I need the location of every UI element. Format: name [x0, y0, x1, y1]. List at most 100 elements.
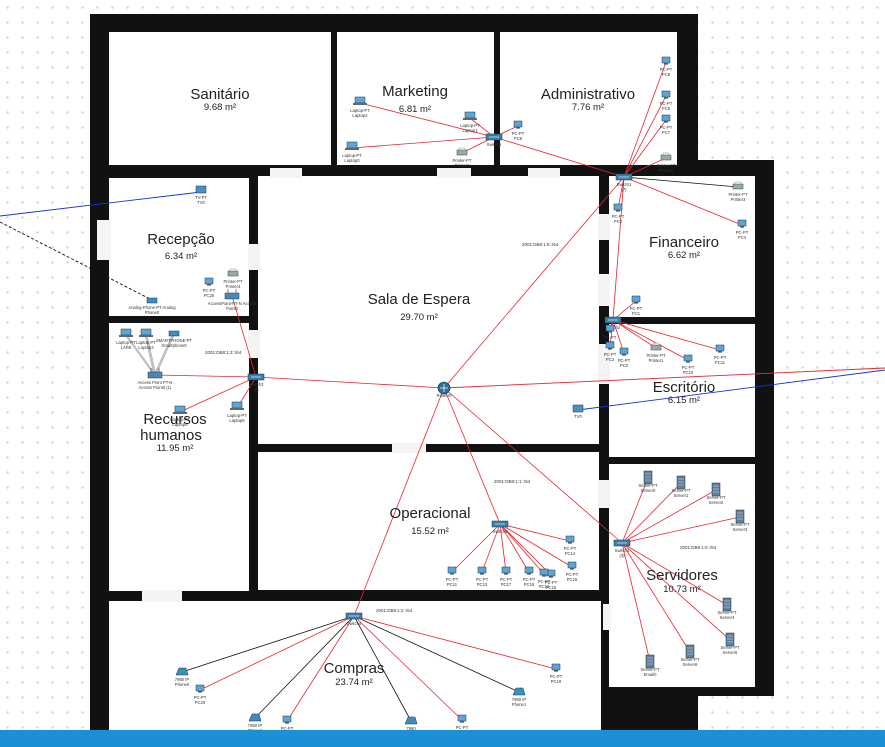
link-sw-adm-fin-pc2	[617, 176, 625, 210]
link-sw-op-op-pc14	[499, 523, 571, 542]
room-area-administrativo: 7.76 m²	[572, 102, 604, 113]
sw-mkt-switch-icon[interactable]: Switch5	[485, 133, 503, 147]
sw-op-label: Switch0	[493, 529, 508, 534]
room-name-marketing: Marketing	[382, 83, 448, 100]
link-sw-serv-srv-server1	[621, 482, 682, 544]
room-name-sanitario: Sanitário	[190, 86, 249, 103]
wireless-link-ap-rh-rh-laptop4	[124, 334, 155, 376]
link-sw-compras-cp-ipphone1	[353, 615, 520, 693]
link-sw-op-op-pc12	[499, 523, 545, 575]
room-area-sala-espera: 29.70 m²	[400, 312, 438, 323]
analog-phone-link	[0, 221, 153, 301]
bottom-bar	[0, 730, 885, 747]
link-router-sw-op	[443, 387, 501, 525]
router-router-icon[interactable]: Router0	[437, 381, 453, 398]
wireless-link-ap-rh-rh-smartphone	[153, 332, 174, 376]
sw-serv-switch-icon[interactable]: Switch1(3)	[613, 539, 631, 558]
sw-serv-label: Switch1(3)	[615, 548, 630, 558]
esc-tv-tv-icon[interactable]: TV0	[572, 404, 584, 419]
link-sw-adm-router	[443, 176, 625, 389]
room-name-recepcao: Recepção	[147, 231, 215, 248]
sw-compras-switch-icon[interactable]: Switch4	[345, 612, 363, 626]
esc-tv-label: TV0	[574, 414, 582, 419]
sw-op-switch-icon[interactable]: Switch0	[491, 520, 509, 534]
room-area-escritorio: 6.15 m²	[668, 395, 700, 406]
link-sw-fin-esc-pc0	[612, 319, 625, 354]
net-label-op: 2001:DB8:1:1::/64	[494, 479, 531, 484]
sw-rh-switch-icon[interactable]: Switch3(2)	[247, 373, 265, 392]
link-router-sw-rh	[255, 376, 445, 389]
link-sw-serv-srv-email	[621, 542, 651, 663]
link-sw-op-op-pc15	[499, 523, 573, 568]
room-area-sanitario: 9.68 m²	[204, 102, 236, 113]
room-area-compras: 23.74 m²	[335, 677, 373, 688]
sw-adm-switch-icon[interactable]: Switch1(7)	[615, 173, 633, 192]
link-sw-serv-srv-server0	[621, 477, 649, 544]
